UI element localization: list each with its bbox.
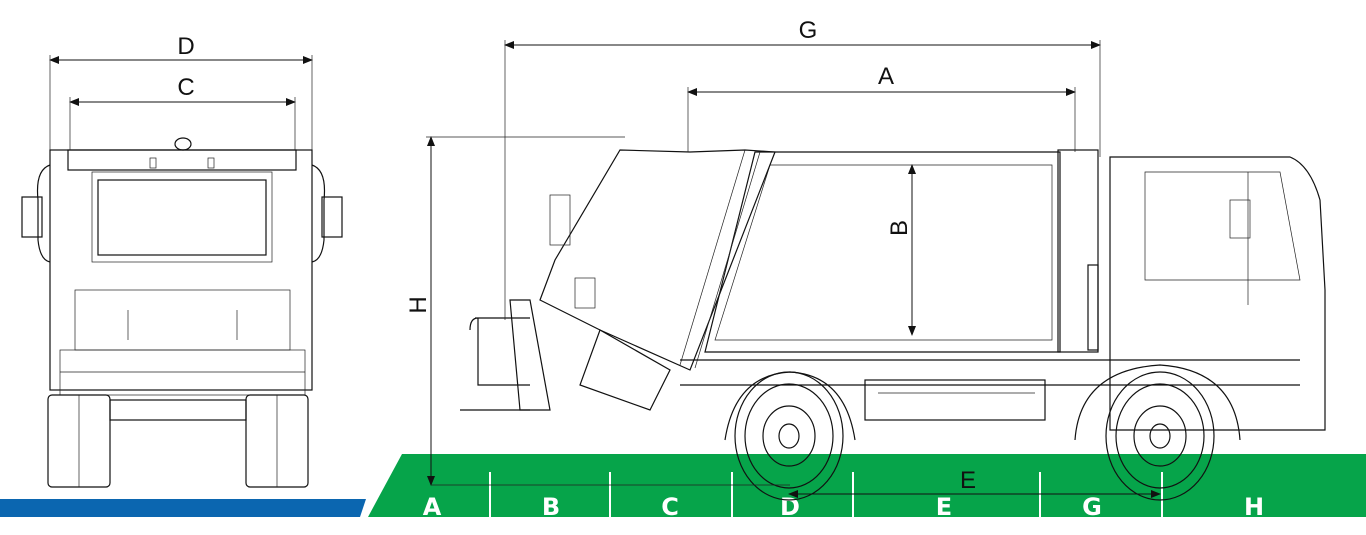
green-band	[368, 454, 1366, 517]
dimension-c: C	[69, 74, 296, 150]
front-wheel	[1105, 371, 1215, 501]
side-view-drawing	[460, 149, 1326, 441]
svg-text:B: B	[886, 220, 913, 236]
svg-text:E: E	[960, 467, 976, 494]
dimension-g: G	[504, 17, 1101, 320]
svg-text:C: C	[177, 74, 194, 101]
dimension-a: A	[687, 63, 1076, 152]
dimension-d: D	[49, 33, 313, 150]
dimension-b: B	[886, 164, 916, 336]
column-label-e: E	[936, 493, 952, 521]
svg-text:D: D	[177, 33, 194, 60]
svg-text:H: H	[405, 296, 432, 313]
column-label-h: H	[1244, 493, 1264, 521]
front-view-drawing	[21, 137, 343, 488]
blue-band	[0, 499, 366, 517]
dimension-e: E	[788, 467, 1161, 498]
rear-wheel	[734, 371, 844, 501]
column-label-b: B	[542, 493, 560, 521]
svg-text:G: G	[799, 17, 818, 44]
column-label-d: D	[780, 493, 800, 521]
column-label-a: A	[423, 493, 442, 521]
dimension-h: H	[405, 136, 790, 486]
column-label-c: C	[661, 493, 679, 521]
column-label-g: G	[1082, 493, 1102, 521]
svg-text:A: A	[878, 63, 894, 90]
